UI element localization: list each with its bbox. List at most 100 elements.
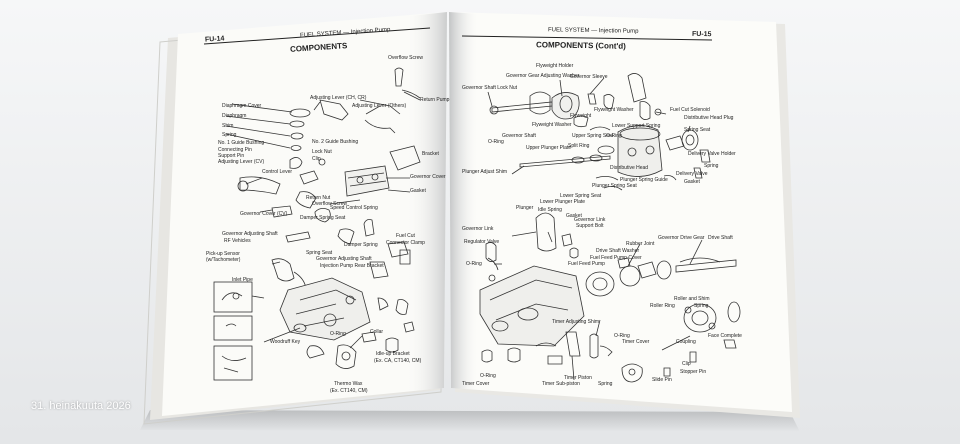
diagram-label: Spring Seat bbox=[306, 250, 333, 256]
diagram-label: Return Nut bbox=[306, 195, 331, 201]
diagram-label: Governor Sleeve bbox=[570, 74, 608, 80]
diagram-label: Flyweight Holder bbox=[536, 63, 574, 69]
diagram-label: Upper Plunger Plate bbox=[526, 145, 572, 151]
diagram-label: Rubber Joint bbox=[626, 241, 655, 247]
diagram-label: Lock Nut bbox=[312, 149, 332, 155]
diagram-label: Flyweight bbox=[570, 113, 592, 119]
diagram-label: Lower Spring Seat bbox=[560, 193, 602, 199]
right-page bbox=[449, 12, 792, 412]
diagram-label: Fuel Feed Pump bbox=[568, 261, 605, 267]
diagram-label: Gasket bbox=[410, 188, 426, 194]
diagram-label: Collar bbox=[370, 329, 384, 335]
diagram-label: Governor Shaft bbox=[502, 133, 536, 139]
diagram-label: Delivery Valve Holder bbox=[688, 151, 736, 157]
diagram-label: Spring bbox=[598, 381, 613, 387]
diagram-label: Idle-up Bracket bbox=[376, 351, 410, 357]
diagram-label: Roller and Shim bbox=[674, 296, 710, 302]
diagram-label: Overflow Screw bbox=[312, 201, 348, 207]
diagram-label: Plunger Spring Seat bbox=[592, 183, 637, 189]
diagram-label: Injection Pump Rear Bracket bbox=[320, 263, 384, 269]
diagram-label: Face Complete bbox=[708, 333, 742, 339]
diagram-label: Support Pin bbox=[218, 153, 245, 159]
diagram-label: Split Ring bbox=[568, 143, 590, 149]
diagram-label: Clip bbox=[312, 156, 321, 162]
diagram-label: Spring bbox=[704, 163, 719, 169]
diagram-label: Fuel Cut Solenoid bbox=[670, 107, 710, 113]
left-exploded-diagram bbox=[213, 67, 421, 381]
diagram-label: Timer Sub-piston bbox=[542, 381, 580, 387]
diagram-label: Clip bbox=[682, 361, 691, 367]
diagram-label: Fuel Feed Pump Cover bbox=[590, 255, 642, 261]
left-page bbox=[162, 12, 447, 416]
diagram-label: Return Pump bbox=[420, 97, 450, 103]
diagram-label: O-Ring bbox=[614, 333, 630, 339]
diagram-label: Plunger Spring Guide bbox=[620, 177, 668, 183]
diagram-label: Spring bbox=[222, 132, 237, 138]
diagram-label: Thermo Wax bbox=[334, 381, 363, 387]
diagram-label: O-Ring bbox=[606, 133, 622, 139]
diagram-label: Governor Cover (CV) bbox=[240, 211, 288, 217]
diagram-label: Upper Spring Seat bbox=[572, 133, 614, 139]
diagram-label: Shim bbox=[222, 123, 234, 129]
diagram-label: Adjusting Lever (Others) bbox=[352, 103, 407, 109]
diagram-label: Drive Shaft Washer bbox=[596, 248, 640, 254]
diagram-label: Connecting Pin bbox=[218, 147, 252, 153]
diagram-label: Lower Plunger Plate bbox=[540, 199, 586, 205]
diagram-label: Roller Ring bbox=[650, 303, 675, 309]
right-exploded-diagram bbox=[479, 73, 741, 383]
diagram-label: O-Ring bbox=[466, 261, 482, 267]
diagram-label: Spring bbox=[694, 303, 709, 309]
diagram-label: Spring Seat bbox=[684, 127, 711, 133]
diagram-label: Coupling bbox=[676, 339, 696, 345]
diagram-label: Idle Spring bbox=[538, 207, 562, 213]
diagram-label: Stopper Pin bbox=[680, 369, 707, 375]
diagram-label: Control Lever bbox=[262, 169, 293, 175]
left-page-number: FU-14 bbox=[204, 35, 225, 44]
diagram-label: Adjusting Lever (CH, CR) bbox=[310, 95, 367, 101]
diagram-label: Woodruff Key bbox=[270, 339, 301, 345]
diagram-label: O-Ring bbox=[330, 331, 346, 337]
right-page-title: COMPONENTS (Cont'd) bbox=[535, 40, 626, 51]
diagram-label: O-Ring bbox=[480, 373, 496, 379]
diagram-label: Governor Link bbox=[574, 217, 606, 223]
diagram-label: Adjusting Lever (CV) bbox=[218, 159, 265, 165]
right-page-number: FU-15 bbox=[691, 30, 712, 39]
diagram-label: Governor Adjusting Shaft bbox=[222, 231, 278, 237]
diagram-label: Gasket bbox=[566, 213, 582, 219]
diagram-label: Governor Drive Gear bbox=[658, 235, 705, 241]
diagram-label: Timer Cover bbox=[622, 339, 650, 345]
diagram-label: Overflow Screw bbox=[388, 55, 424, 61]
diagram-label: Diaphragm Cover bbox=[222, 103, 262, 109]
diagram-label: Damper Spring bbox=[344, 242, 378, 248]
diagram-label: No. 1 Guide Bushing bbox=[218, 140, 265, 146]
diagram-label: O-Ring bbox=[488, 139, 504, 145]
diagram-label: Fuel Cut bbox=[396, 233, 415, 239]
diagram-label: Bracket bbox=[422, 151, 439, 157]
diagram-label: Plunger bbox=[516, 205, 534, 211]
diagram-label: Speed Control Spring bbox=[330, 205, 378, 211]
diagram-label: Drive Shaft bbox=[708, 235, 733, 241]
diagram-label: Timer Cover bbox=[462, 381, 490, 387]
diagram-label: Inlet Pipe bbox=[232, 277, 253, 283]
diagram-label: RF Vehicles bbox=[224, 238, 251, 244]
diagram-label: Regulator Valve bbox=[464, 239, 500, 245]
diagram-label: Governor Adjusting Shaft bbox=[316, 256, 372, 262]
diagram-label: (w/Tachometer) bbox=[206, 257, 241, 263]
diagram-label: Flyweight Washer bbox=[532, 122, 572, 128]
diagram-label: Plunger Adjust Shim bbox=[462, 169, 508, 175]
diagram-label: Slide Pin bbox=[652, 377, 672, 383]
diagram-label: Gasket bbox=[684, 179, 700, 185]
diagram-label: Governor Shaft Lock Nut bbox=[462, 85, 518, 91]
diagram-label: Delivery Valve bbox=[676, 171, 708, 177]
diagram-label: Support Bolt bbox=[576, 223, 604, 229]
diagram-label: (Ex. CA, CT140, CM) bbox=[374, 358, 422, 364]
diagram-label: Timer Adjusting Shim bbox=[552, 319, 600, 325]
photo-date-caption: 31. heinäkuuta 2026 bbox=[31, 400, 131, 412]
diagram-label: Governor Link bbox=[462, 226, 494, 232]
diagram-label: Timer Piston bbox=[564, 375, 592, 381]
diagram-label: Lower Support Spring bbox=[612, 123, 661, 129]
diagram-label: Distributive Head Plug bbox=[684, 115, 734, 121]
diagram-label: Pick-up Sensor bbox=[206, 251, 240, 257]
